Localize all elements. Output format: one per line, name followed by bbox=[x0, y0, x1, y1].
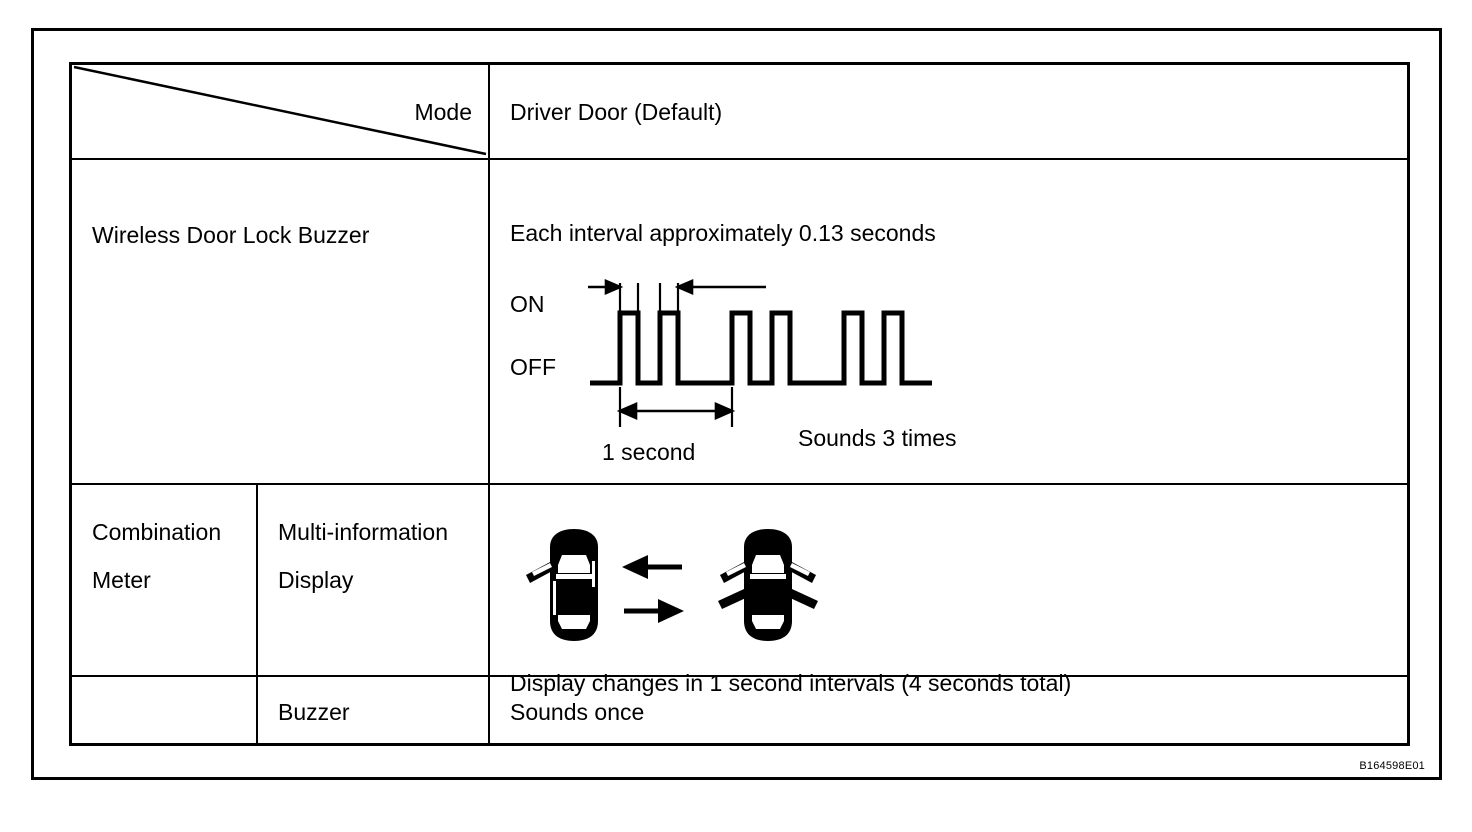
display-interval-caption: Display changes in 1 second intervals (4… bbox=[510, 670, 1072, 696]
multi-info-display-label-line2: Display bbox=[278, 567, 354, 593]
buzzer-value-cell: Sounds once bbox=[488, 677, 1407, 743]
waveform-off-label: OFF bbox=[510, 354, 556, 380]
wireless-buzzer-value-cell: Each interval approximately 0.13 seconds… bbox=[488, 160, 1407, 483]
arrow-right-icon bbox=[624, 599, 684, 623]
buzzer-sub-label: Buzzer bbox=[278, 699, 350, 725]
waveform-axis-labels: ON OFF bbox=[510, 265, 590, 440]
buzzer-row: Buzzer Sounds once bbox=[72, 675, 1407, 743]
car-top-view-flashing-icon bbox=[718, 529, 818, 641]
multi-info-display-label-cell: Multi-information Display bbox=[256, 485, 488, 675]
multi-information-display-row: Combination Meter Multi-information Disp… bbox=[72, 483, 1407, 696]
waveform-on-label: ON bbox=[510, 291, 545, 317]
buzzer-row-group-spacer bbox=[72, 677, 256, 743]
buzzer-value-text: Sounds once bbox=[510, 699, 645, 725]
display-animation-figure bbox=[512, 525, 832, 660]
combination-meter-label-line2: Meter bbox=[92, 567, 151, 593]
buzzer-interval-note: Each interval approximately 0.13 seconds bbox=[510, 220, 936, 246]
waveform-period-label: 1 second bbox=[602, 439, 696, 465]
combination-meter-label-line1: Combination bbox=[92, 519, 222, 545]
car-top-view-icon bbox=[526, 529, 598, 641]
multi-info-display-value-cell: Display changes in 1 second intervals (4… bbox=[488, 485, 1407, 696]
table-header-row: Mode Driver Door (Default) bbox=[72, 65, 1407, 158]
figure-frame: Mode Driver Door (Default) Wireless Door… bbox=[31, 28, 1442, 780]
header-corner-cell: Mode bbox=[72, 65, 488, 158]
buzzer-sub-label-cell: Buzzer bbox=[256, 677, 488, 743]
spec-table: Mode Driver Door (Default) Wireless Door… bbox=[69, 62, 1410, 746]
figure-id-label: B164598E01 bbox=[1359, 760, 1425, 772]
wireless-buzzer-label-cell: Wireless Door Lock Buzzer bbox=[72, 160, 488, 483]
multi-info-display-label-line1: Multi-information bbox=[278, 519, 448, 545]
diagonal-divider-line bbox=[72, 65, 488, 156]
buzzer-waveform-diagram: ON OFF bbox=[498, 265, 1018, 465]
arrow-left-icon bbox=[622, 555, 682, 579]
header-mode-value-cell: Driver Door (Default) bbox=[488, 65, 1407, 158]
waveform-repeat-label: Sounds 3 times bbox=[798, 425, 957, 451]
combination-meter-label-cell: Combination Meter bbox=[72, 485, 256, 675]
mode-axis-label: Mode bbox=[414, 99, 472, 125]
waveform-svg bbox=[588, 279, 932, 427]
car-display-svg bbox=[526, 529, 818, 641]
wireless-door-lock-buzzer-row: Wireless Door Lock Buzzer Each interval … bbox=[72, 158, 1407, 483]
wireless-buzzer-label: Wireless Door Lock Buzzer bbox=[92, 222, 370, 248]
mode-value-text: Driver Door (Default) bbox=[510, 99, 723, 125]
